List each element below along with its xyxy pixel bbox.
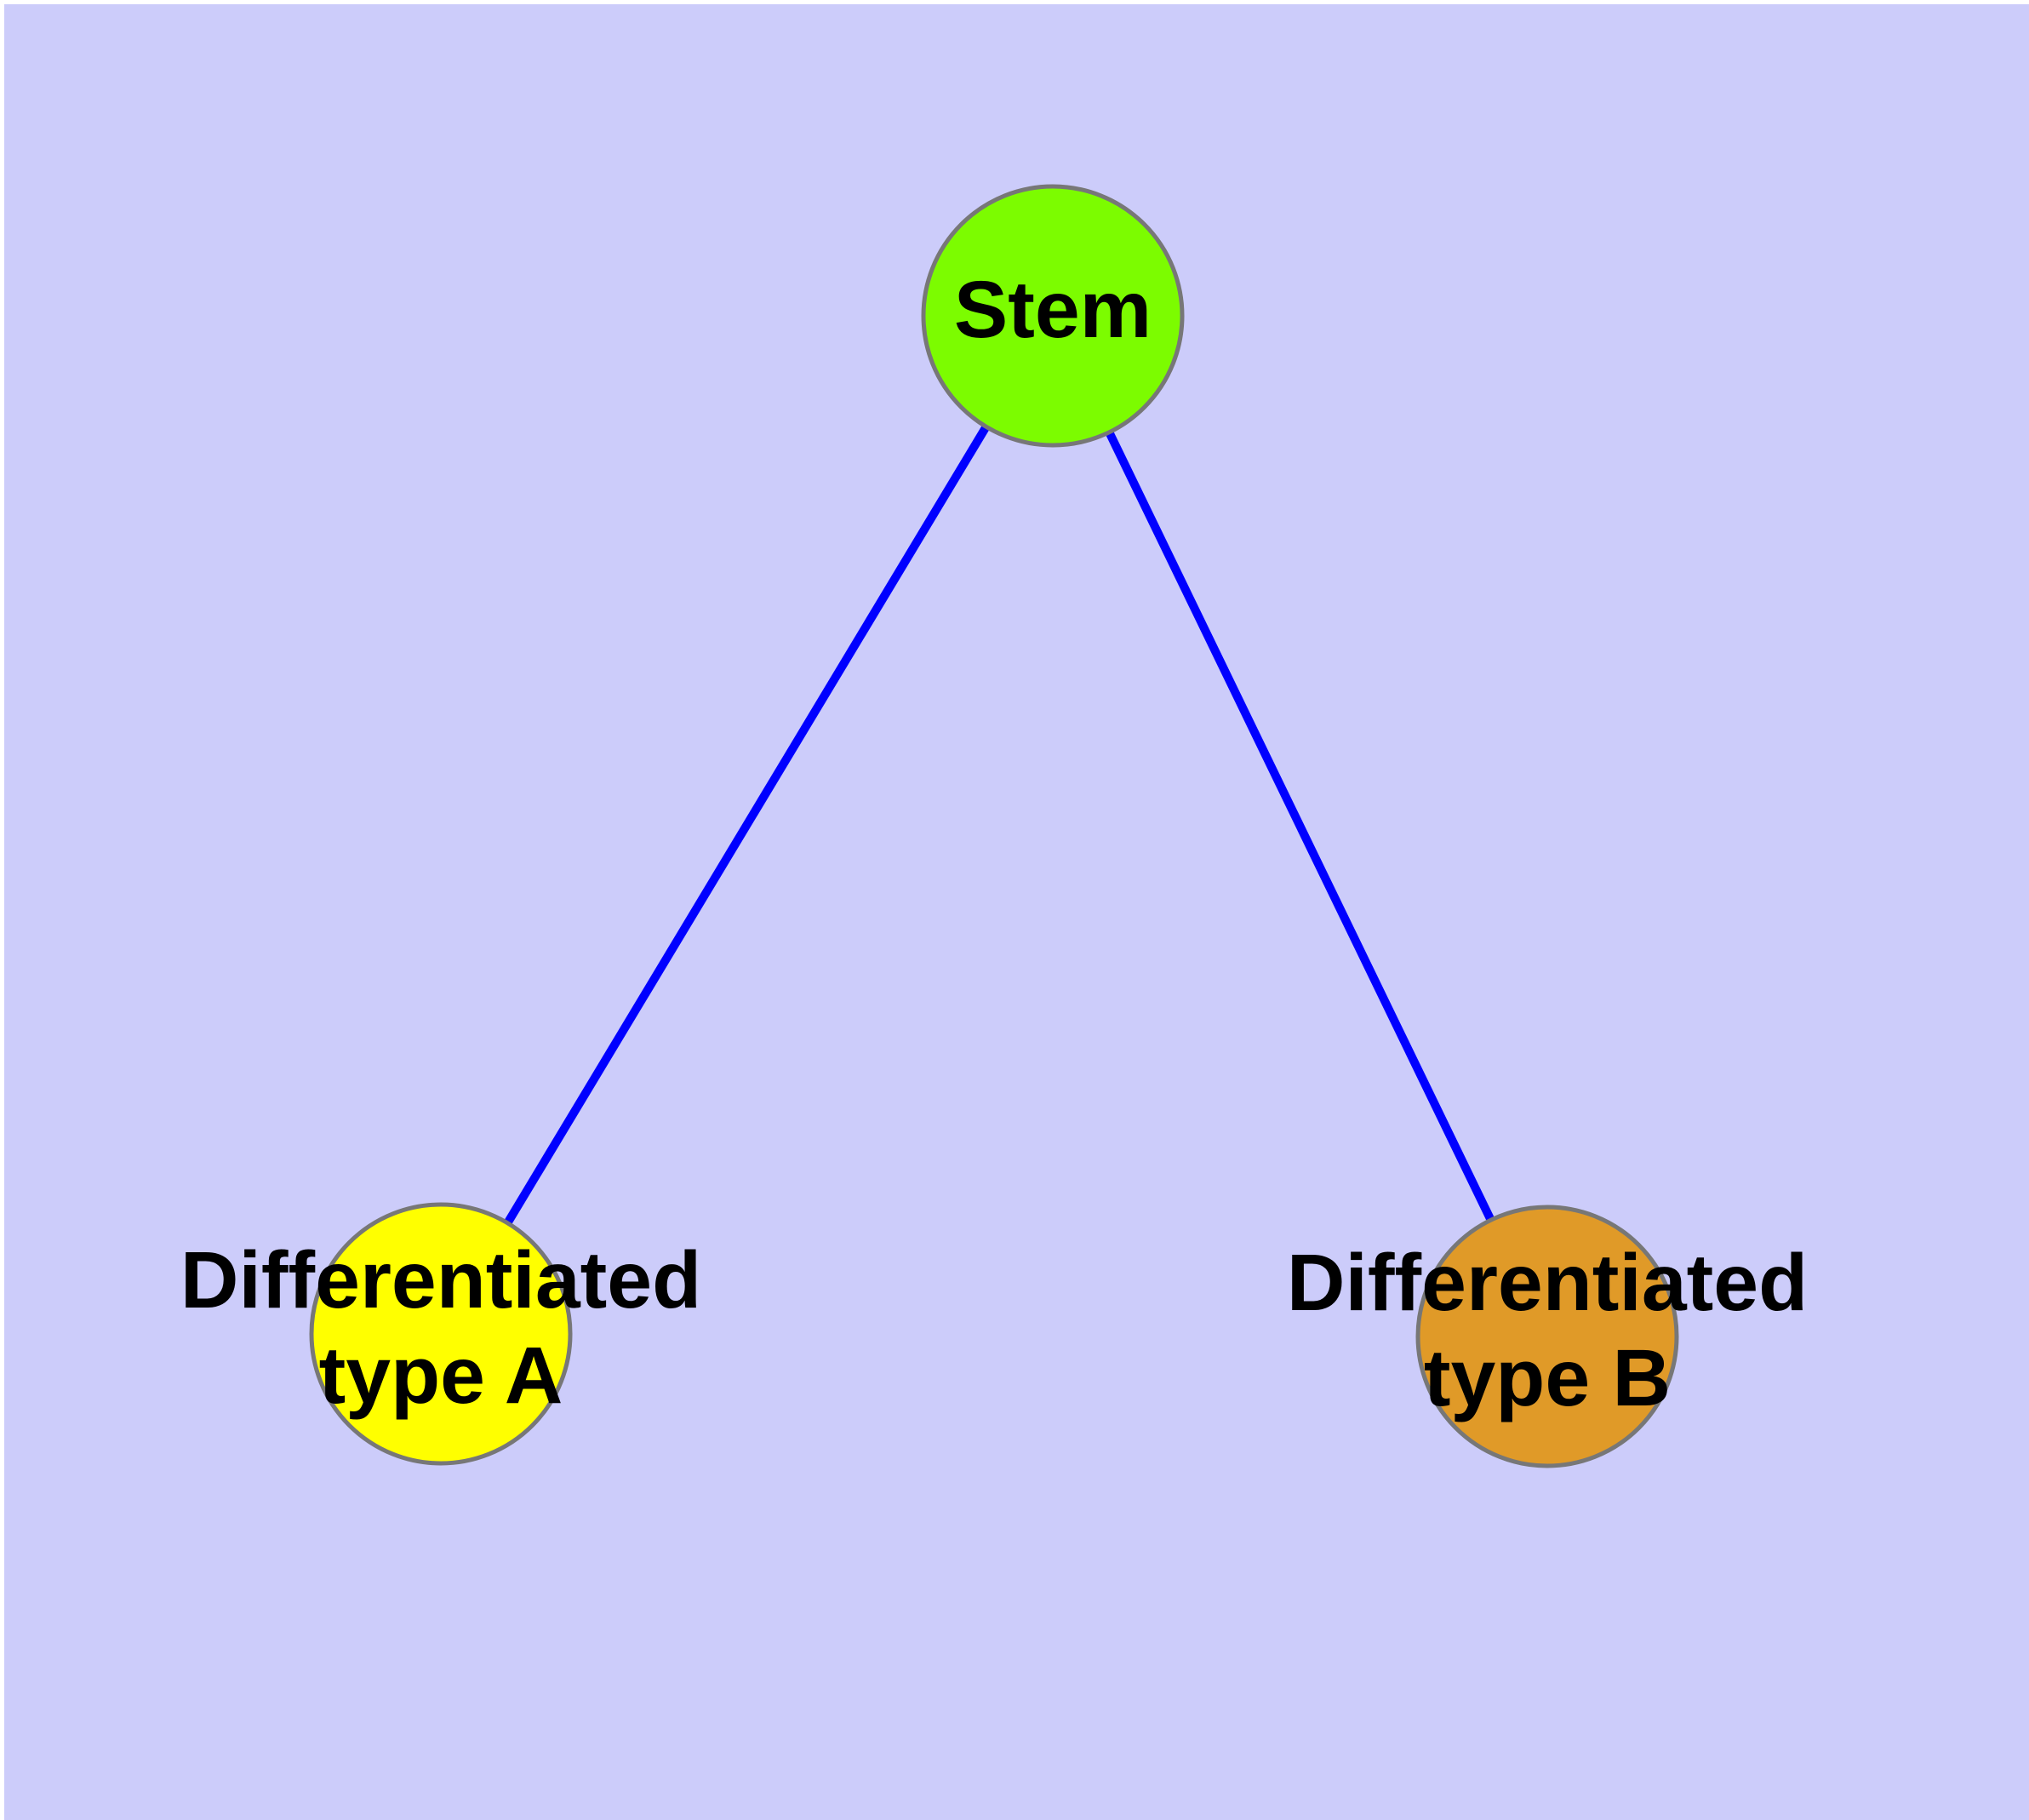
- node-label-line: type B: [1424, 1333, 1671, 1423]
- node-layer: [309, 184, 1679, 1468]
- node-label-line: Stem: [954, 265, 1152, 355]
- graph-edge-stem-diff_b: [1049, 313, 1552, 1339]
- edge-layer: [437, 313, 1552, 1339]
- graph-edge-stem-diff_a: [437, 313, 1057, 1336]
- graph-node-diff_a[interactable]: [309, 1202, 573, 1466]
- graph-node-stem[interactable]: [921, 184, 1185, 448]
- node-label-stem: Stem: [954, 265, 1152, 355]
- node-label-line: Differentiated: [180, 1235, 701, 1325]
- node-label-line: type A: [319, 1331, 563, 1421]
- node-label-line: Differentiated: [1287, 1238, 1808, 1328]
- graph-node-diff_b[interactable]: [1415, 1205, 1679, 1468]
